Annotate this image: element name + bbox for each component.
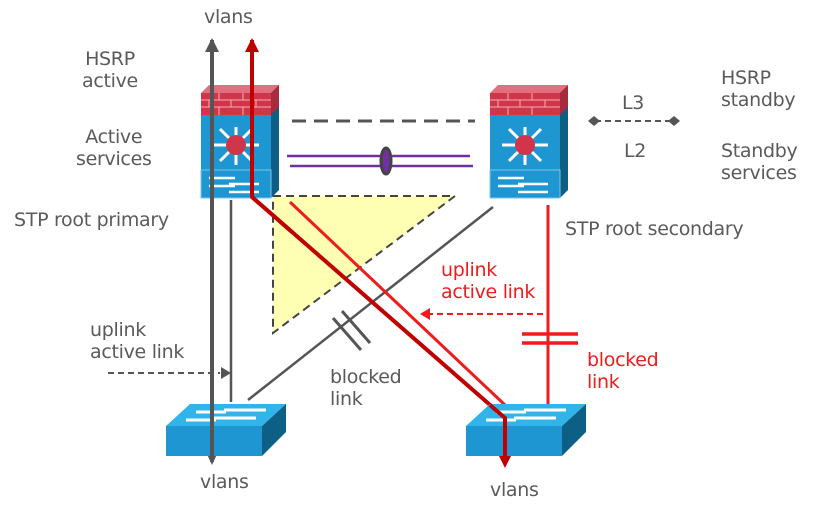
l2-arrows-icon	[498, 176, 548, 194]
port-channel-icon	[379, 146, 393, 176]
access-switch-left[interactable]	[166, 404, 286, 456]
hsrp-active-label: HSRP active	[82, 48, 138, 92]
blocked-mark-gray-2	[340, 310, 372, 344]
stp-root-primary-label: STP root primary	[14, 209, 169, 231]
uplink-arrowhead-left	[221, 367, 231, 379]
blocked-link-red-label: blocked link	[587, 349, 659, 393]
vlans-bottom-right-label: vlans	[490, 479, 539, 501]
vlans-arrow-down-red	[498, 454, 512, 468]
vlans-top-label: vlans	[204, 6, 253, 28]
gray-blocked-link	[247, 206, 494, 401]
legend-diamond-right	[668, 116, 680, 126]
standby-services-label: Standby services	[721, 140, 798, 184]
access-switch-right[interactable]	[466, 404, 586, 456]
dark-red-vlan-path-bottom	[488, 403, 507, 456]
aggregation-switch-secondary[interactable]	[489, 85, 568, 199]
vlans-arrow-up-gray	[205, 38, 219, 52]
blocked-mark-gray-1	[331, 317, 363, 351]
vlans-arrow-up-red	[245, 38, 259, 52]
active-services-label: Active services	[76, 126, 152, 170]
firewall-icon	[490, 93, 560, 115]
stp-root-secondary-label: STP root secondary	[565, 218, 744, 240]
uplink-arrowhead-right	[420, 308, 430, 320]
legend-l2-label: L2	[624, 140, 647, 162]
uplink-active-left-label: uplink active link	[90, 319, 185, 363]
legend-l3-label: L3	[622, 92, 645, 114]
blocked-link-gray-label: blocked link	[330, 366, 402, 410]
vlans-bottom-left-label: vlans	[200, 471, 249, 493]
dark-red-vlan-path-overlay	[250, 85, 294, 234]
legend-diamond-left	[588, 116, 600, 126]
uplink-active-right-label: uplink active link	[441, 259, 536, 303]
red-uplink-right-active	[288, 200, 507, 407]
hsrp-standby-label: HSRP standby	[721, 67, 796, 111]
